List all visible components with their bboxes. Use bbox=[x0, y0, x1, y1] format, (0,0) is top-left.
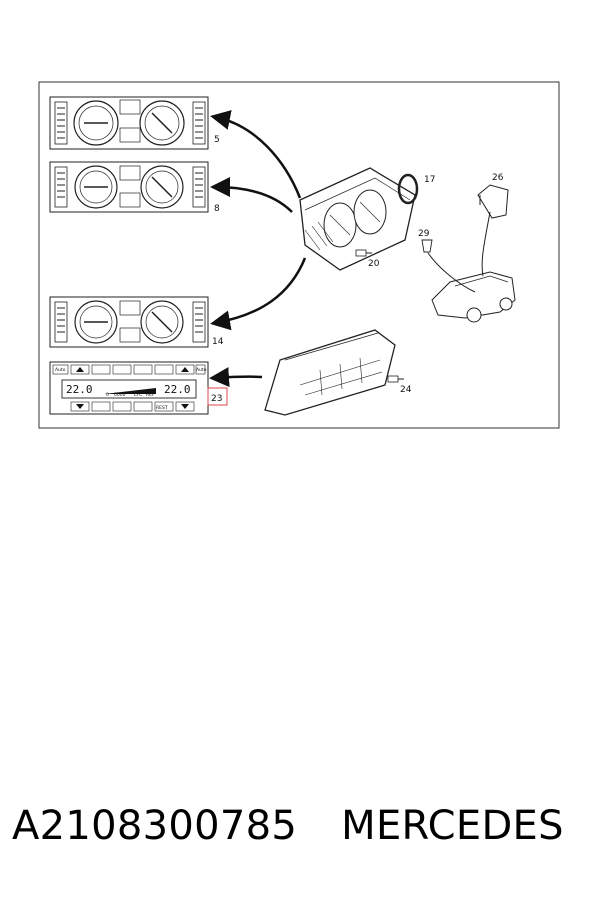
rest-label: REST bbox=[156, 405, 168, 411]
auto-right-label: Auto bbox=[196, 367, 207, 373]
arrow-to-panel-14 bbox=[210, 257, 307, 331]
part-number: A2108300785 bbox=[12, 803, 298, 849]
callout-23: 23 bbox=[211, 394, 222, 404]
callout-26: 26 bbox=[492, 173, 504, 183]
product-caption: A2108300785 MERCEDES bbox=[12, 803, 564, 849]
lcd-small-a: 0 bbox=[106, 392, 109, 398]
ring-part-17 bbox=[397, 173, 419, 205]
lcd-small-b: 0000 bbox=[114, 392, 126, 398]
lcd-small-d: REF bbox=[146, 392, 155, 398]
control-panel-8 bbox=[49, 161, 209, 213]
arrow-to-panel-5 bbox=[210, 110, 302, 199]
callout-23-highlight bbox=[207, 387, 228, 406]
callout-29: 29 bbox=[418, 229, 430, 239]
bulb-part-24 bbox=[387, 375, 404, 383]
callout-5: 5 bbox=[214, 135, 220, 145]
brand-name: MERCEDES bbox=[341, 803, 564, 849]
car-illustration bbox=[431, 271, 516, 323]
callout-14: 14 bbox=[212, 337, 224, 347]
control-panel-5 bbox=[49, 96, 209, 150]
arrow-to-panel-8 bbox=[210, 177, 293, 213]
control-panel-23: Auto Auto 22.0 22.0 0 0000 LFC REF REST bbox=[49, 361, 209, 415]
arrow-to-panel-23 bbox=[209, 367, 263, 388]
control-panel-14 bbox=[49, 296, 209, 348]
lcd-temp-right: 22.0 bbox=[164, 383, 191, 396]
lcd-small-c: LFC bbox=[134, 392, 142, 398]
clip-part-29 bbox=[421, 239, 433, 253]
callout-20: 20 bbox=[368, 259, 380, 269]
bulb-part-20 bbox=[355, 249, 372, 257]
lcd-temp-left: 22.0 bbox=[66, 383, 93, 396]
callout-8: 8 bbox=[214, 204, 220, 214]
callout-17: 17 bbox=[424, 175, 435, 185]
climate-control-unit-lower bbox=[264, 329, 396, 416]
auto-left-label: Auto bbox=[55, 367, 66, 373]
callout-24: 24 bbox=[400, 385, 412, 395]
